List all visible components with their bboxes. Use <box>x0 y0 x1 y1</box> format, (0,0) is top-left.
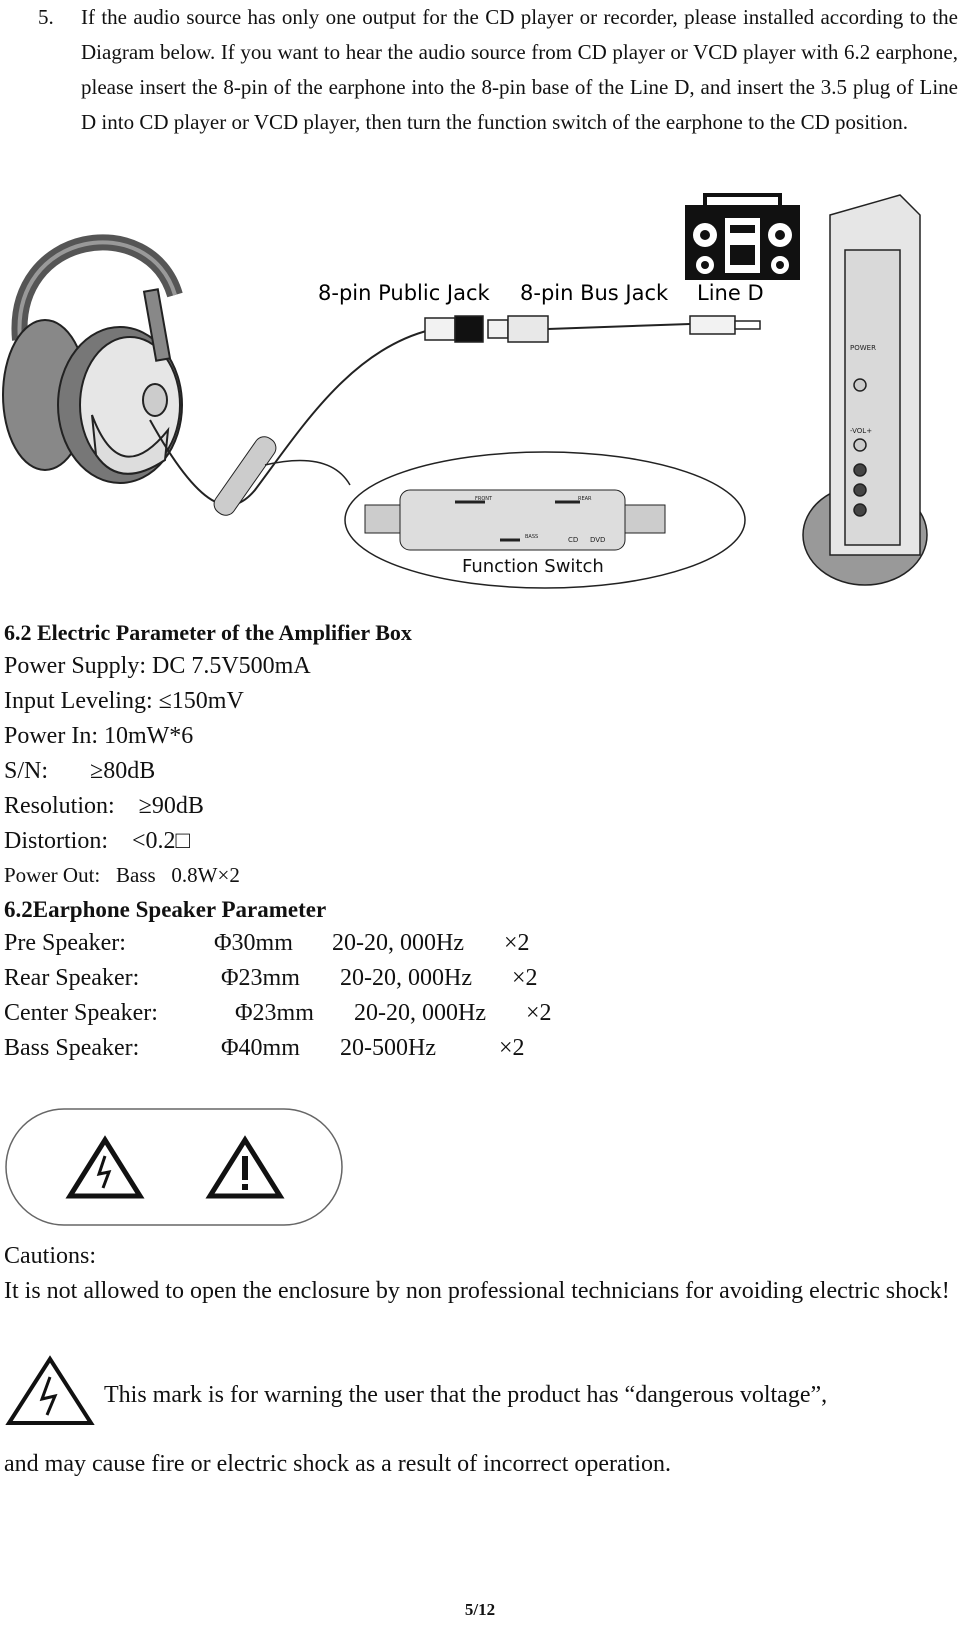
vol-label: -VOL+ <box>850 427 872 435</box>
speaker-quantity: ×2 <box>512 965 538 991</box>
speaker-diameter: Φ40mm <box>221 1035 300 1061</box>
mark-description-continued: and may cause fire or electric shock as … <box>4 1451 672 1477</box>
earphone-heading: 6.2Earphone Speaker Parameter <box>4 897 327 922</box>
table-row: Bass Speaker: Φ40mm 20-500Hz ×2 <box>4 1035 604 1069</box>
spec-power-in: Power In: 10mW*6 <box>4 723 194 749</box>
speaker-quantity: ×2 <box>504 930 530 956</box>
power-label: POWER <box>850 344 876 352</box>
switch-cd-label: CD <box>568 536 578 544</box>
speaker-diameter: Φ23mm <box>221 965 300 991</box>
spec-sn: S/N: ≥80dB <box>4 758 156 784</box>
public-jack-connector <box>424 315 484 343</box>
speaker-diameter: Φ23mm <box>235 1000 314 1026</box>
lightning-warning-icon <box>65 1135 145 1199</box>
speaker-name: Center Speaker: <box>4 1000 158 1026</box>
amplifier-heading: 6.2 Electric Parameter of the Amplifier … <box>4 620 412 645</box>
speaker-quantity: ×2 <box>526 1000 552 1026</box>
headphone-cable <box>149 329 431 507</box>
table-row: Center Speaker: Φ23mm 20-20, 000Hz ×2 <box>4 1000 604 1034</box>
speaker-name: Rear Speaker: <box>4 965 140 991</box>
spec-power-out: Power Out: Bass 0.8W×2 <box>4 863 240 887</box>
headphone-illustration <box>2 234 183 484</box>
switch-front-label: FRONT <box>475 496 493 502</box>
spec-resolution: Resolution: ≥90dB <box>4 793 204 819</box>
mark-description: This mark is for warning the user that t… <box>104 1382 828 1408</box>
label-public-jack: 8-pin Public Jack <box>318 281 491 305</box>
speaker-quantity: ×2 <box>499 1035 525 1061</box>
switch-rear-label: REAR <box>578 496 592 502</box>
bus-jack-connector <box>487 315 549 343</box>
speaker-name: Bass Speaker: <box>4 1035 140 1061</box>
page-number: 5/12 <box>464 1600 496 1619</box>
label-line-d: Line D <box>697 281 764 305</box>
speaker-diameter: Φ30mm <box>214 930 293 956</box>
speaker-name: Pre Speaker: <box>4 930 126 956</box>
label-bus-jack: 8-pin Bus Jack <box>520 281 669 305</box>
exclamation-warning-icon <box>205 1135 285 1199</box>
spec-input-leveling: Input Leveling: ≤150mV <box>4 688 244 714</box>
switch-bass-label: BASS <box>525 534 538 540</box>
line-d-cable <box>547 323 691 330</box>
table-row: Pre Speaker: Φ30mm 20-20, 000Hz ×2 <box>4 930 604 964</box>
intro-paragraph: 5. If the audio source has only one outp… <box>38 0 958 140</box>
boombox-illustration <box>685 193 800 280</box>
lightning-warning-icon <box>5 1355 95 1425</box>
caution-text: It is not allowed to open the enclosure … <box>4 1278 950 1304</box>
function-switch-callout: FRONT REAR BASS CD DVD Function Switch <box>264 451 746 589</box>
spec-distortion: Distortion: <0.2□ <box>4 828 191 854</box>
label-function-switch: Function Switch <box>462 556 604 577</box>
list-number: 5. <box>38 5 54 29</box>
table-row: Rear Speaker: Φ23mm 20-20, 000Hz ×2 <box>4 965 604 999</box>
amplifier-device: POWER -VOL+ <box>802 194 928 586</box>
speaker-frequency: 20-20, 000Hz <box>332 930 464 956</box>
switch-dvd-label: DVD <box>590 536 605 544</box>
speaker-frequency: 20-500Hz <box>340 1035 436 1061</box>
speaker-frequency: 20-20, 000Hz <box>354 1000 486 1026</box>
spec-power-supply: Power Supply: DC 7.5V500mA <box>4 653 311 679</box>
speaker-frequency: 20-20, 000Hz <box>340 965 472 991</box>
connection-diagram: 8-pin Public Jack 8-pin Bus Jack Line D … <box>2 193 928 589</box>
intro-text: If the audio source has only one output … <box>81 5 958 134</box>
inline-control <box>213 436 277 516</box>
caution-title: Cautions: <box>4 1243 97 1269</box>
plug-35mm <box>689 315 761 335</box>
warning-symbols-box <box>5 1108 343 1226</box>
